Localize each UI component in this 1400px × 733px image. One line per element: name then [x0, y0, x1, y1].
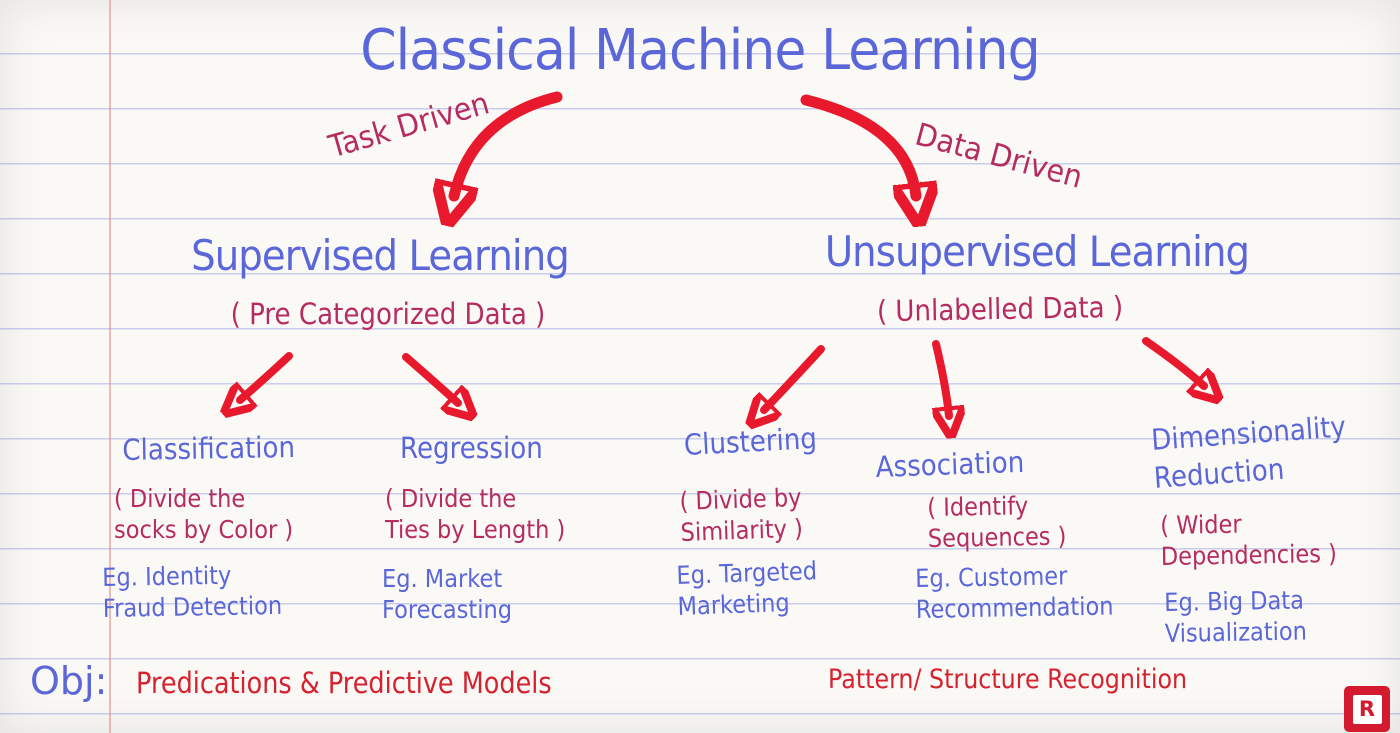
margin-line: [109, 0, 111, 733]
watermark-logo: R: [1344, 686, 1390, 732]
objective-unsupervised: Pattern/ Structure Recognition: [828, 664, 1188, 695]
node-analogy-clustering: ( Divide by Similarity ): [679, 482, 804, 547]
supervised-learning-subtitle: ( Pre Categorized Data ): [230, 297, 546, 331]
node-analogy-association: ( Identify Sequences ): [927, 491, 1067, 553]
objective-label: Obj:: [30, 659, 108, 703]
unsupervised-learning-subtitle: ( Unlabelled Data ): [876, 289, 1124, 329]
node-title-classification: Classification: [122, 429, 296, 467]
node-analogy-classification: ( Divide the socks by Color ): [114, 484, 294, 544]
arrow-to-association: [932, 340, 949, 416]
node-example-regression: Eg. Market Forecasting: [382, 564, 513, 624]
edge-label-task-driven: Task Driven: [324, 85, 494, 166]
supervised-learning-title: Supervised Learning: [191, 231, 570, 280]
edge-label-data-driven: Data Driven: [911, 116, 1087, 196]
node-title-regression: Regression: [400, 431, 543, 465]
watermark-logo-frame: R: [1352, 694, 1382, 724]
arrow-data-driven: [800, 94, 916, 196]
node-title-clustering: Clustering: [683, 421, 818, 462]
node-example-association: Eg. Customer Recommendation: [915, 561, 1114, 624]
node-example-classification: Eg. Identity Fraud Detection: [102, 560, 283, 623]
arrow-to-clustering: [764, 345, 825, 410]
node-title-association: Association: [875, 444, 1025, 484]
arrow-to-regression: [402, 353, 458, 403]
diagram-title: Classical Machine Learning: [360, 18, 1040, 83]
unsupervised-learning-title: Unsupervised Learning: [824, 227, 1250, 276]
objective-supervised: Predications & Predictive Models: [136, 666, 552, 700]
arrow-to-dimensionality-reduction: [1142, 337, 1204, 386]
node-title-dimensionality-reduction: Dimensionality Reduction: [1150, 409, 1347, 496]
arrow-to-classification: [240, 352, 293, 400]
node-example-clustering: Eg. Targeted Marketing: [676, 556, 818, 621]
node-example-dimensionality-reduction: Eg. Big Data Visualization: [1164, 585, 1308, 648]
watermark-logo-letter: R: [1358, 696, 1376, 721]
node-analogy-dimensionality-reduction: ( Wider Dependencies ): [1160, 509, 1338, 571]
node-analogy-regression: ( Divide the Ties by Length ): [385, 484, 566, 544]
